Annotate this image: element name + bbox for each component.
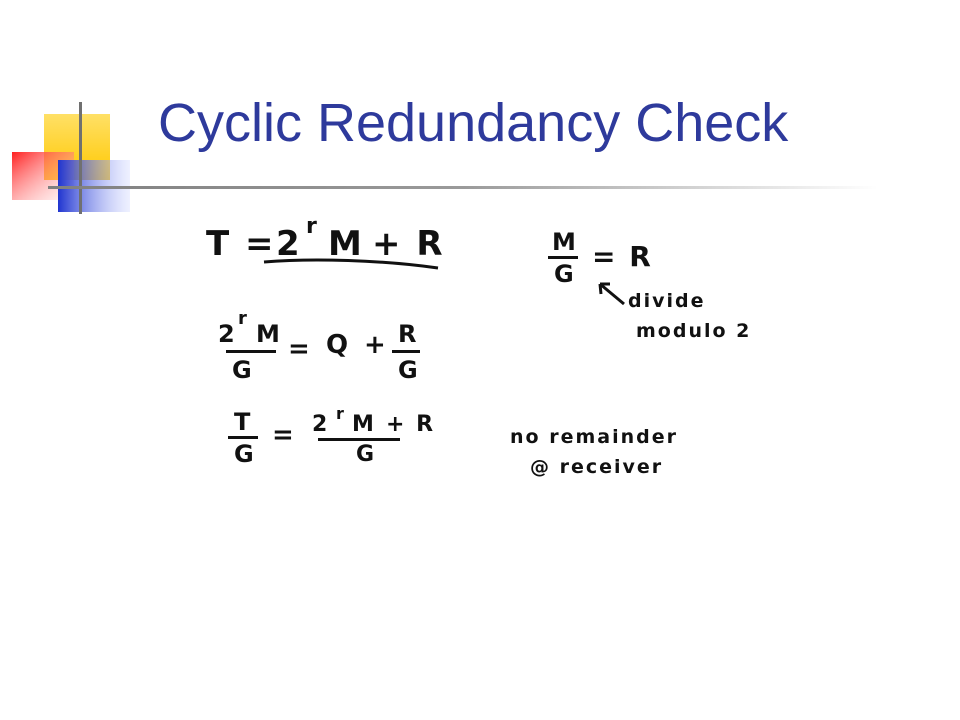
- eq1-exponent: r: [306, 214, 319, 239]
- eq3-rhs-m: M: [352, 412, 376, 437]
- eq4-numerator: M: [552, 228, 578, 256]
- eq2-remainder-bar: [392, 350, 420, 353]
- eq1-lhs: T =: [206, 224, 276, 264]
- eq1-two: 2: [276, 224, 302, 264]
- title-underline: [48, 186, 878, 189]
- eq3-rhs-denominator: G: [356, 442, 377, 467]
- eq3-equals: =: [272, 420, 296, 450]
- eq3-numerator: T: [234, 408, 253, 436]
- arrow-icon: [598, 282, 625, 306]
- vertical-rule: [79, 102, 82, 214]
- eq3-rhs-exponent: r: [336, 404, 346, 423]
- eq3-rhs-bar: [318, 438, 400, 441]
- eq2-fraction-bar: [226, 350, 276, 353]
- eq2-equals: =: [288, 334, 312, 364]
- eq2-denominator: G: [232, 356, 254, 384]
- note-divide-line1: divide: [628, 290, 706, 312]
- eq1-plus-r: + R: [372, 224, 445, 264]
- eq2-remainder-den: G: [398, 356, 420, 384]
- eq2-exponent: r: [238, 308, 249, 329]
- eq1-m: M: [328, 224, 364, 264]
- eq2-plus: +: [364, 330, 388, 360]
- eq2-two: 2: [218, 320, 237, 348]
- eq2-remainder-num: R: [398, 320, 419, 348]
- note-remainder-line2: @ receiver: [530, 456, 664, 478]
- eq2-m: M: [256, 320, 282, 348]
- slide-title: Cyclic Redundancy Check: [158, 93, 789, 153]
- note-remainder-line1: no remainder: [510, 426, 678, 448]
- eq4-fraction-bar: [548, 256, 578, 259]
- eq3-denominator: G: [234, 440, 256, 468]
- eq2-quotient: Q: [326, 330, 351, 360]
- note-divide-line2: modulo 2: [636, 320, 752, 342]
- eq3-rhs-two: 2: [312, 412, 330, 437]
- eq1-underline: [263, 258, 439, 270]
- eq3-rhs-plus-r: + R: [386, 412, 436, 437]
- eq4-denominator: G: [554, 260, 576, 288]
- eq3-fraction-bar: [228, 436, 258, 439]
- eq4-equals-r: = R: [592, 240, 653, 273]
